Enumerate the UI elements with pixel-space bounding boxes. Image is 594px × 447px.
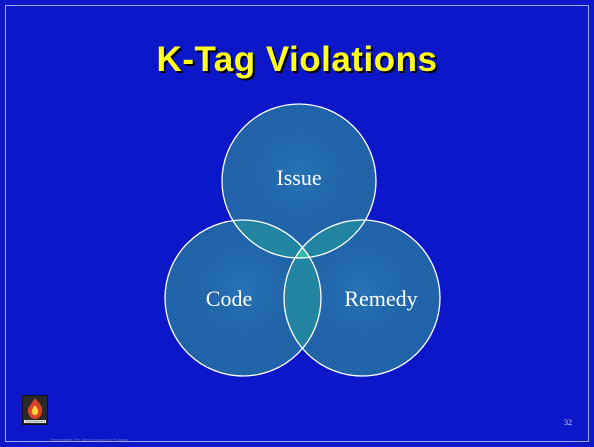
- fire-logo-icon: [22, 395, 48, 425]
- slide-border: [5, 5, 589, 442]
- venn-label-code: Code: [206, 286, 252, 311]
- slide-title: K-Tag Violations: [156, 40, 438, 79]
- slide-footnote: Presentation Fire Dept Inspections Progr…: [50, 437, 128, 442]
- venn-label-issue: Issue: [276, 165, 321, 190]
- slide-number: 32: [564, 418, 572, 427]
- venn-label-remedy: Remedy: [344, 286, 417, 311]
